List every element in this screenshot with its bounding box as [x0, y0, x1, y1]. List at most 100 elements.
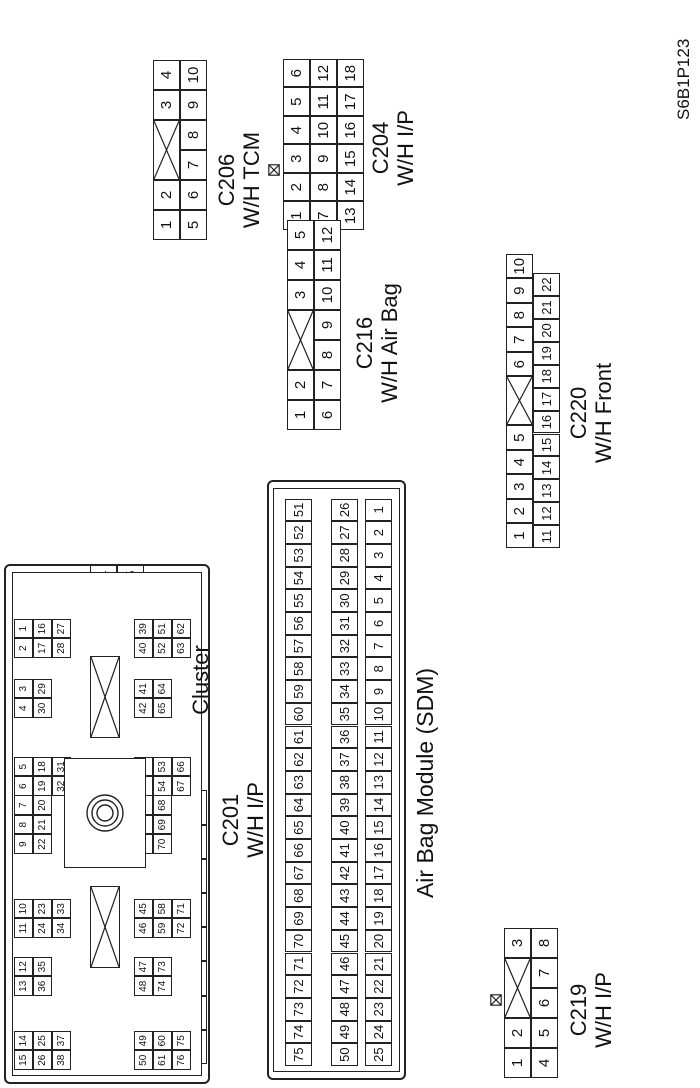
c220-pin-21: 21 — [533, 296, 560, 319]
c201-pin-16: 16 — [33, 619, 52, 639]
c201-pin-53: 53 — [153, 757, 172, 777]
c204-pin-4: 4 — [283, 116, 310, 145]
c220-pin-1: 1 — [506, 523, 533, 548]
c201-pin-62: 62 — [172, 619, 191, 639]
c220-pin-11: 11 — [533, 525, 560, 548]
c219-pin-6: 6 — [531, 988, 558, 1018]
c201-pin-33: 33 — [52, 899, 71, 919]
c216-pin-5: 5 — [287, 220, 314, 250]
c206-code: C206 — [214, 153, 239, 207]
c201-pin-24: 24 — [33, 918, 52, 938]
c220-pin-5: 5 — [506, 425, 533, 450]
sdm-pin-16: 16 — [365, 839, 392, 862]
c219-pin-2: 2 — [504, 1018, 531, 1048]
c206-pin-10: 10 — [180, 60, 207, 90]
sdm-pin-54: 54 — [285, 566, 312, 590]
c201-pin-3: 3 — [14, 679, 33, 699]
sdm-pin-40: 40 — [331, 816, 358, 839]
c201-pin-8: 8 — [14, 815, 33, 835]
c201-pin-10: 10 — [14, 899, 33, 919]
c201-pin-45: 45 — [134, 899, 153, 919]
c201-pin-22: 22 — [33, 834, 52, 854]
c201-pin-59: 59 — [153, 918, 172, 938]
c201-pin-26: 26 — [33, 1050, 52, 1070]
c201-code: C201 — [218, 793, 243, 847]
sdm-pin-17: 17 — [365, 861, 392, 885]
c216-pin-7: 7 — [314, 370, 341, 400]
sdm-pin-39: 39 — [331, 793, 358, 817]
c204-pin-3: 3 — [283, 144, 310, 173]
c216-pin-2: 2 — [287, 370, 314, 400]
c220-pin-17: 17 — [533, 387, 560, 411]
sdm-pin-30: 30 — [331, 589, 358, 612]
sdm-pin-15: 15 — [365, 816, 392, 839]
c201-blocked-cavity-1 — [90, 886, 120, 968]
c201-pin-64: 64 — [153, 679, 172, 699]
c201-pin-69: 69 — [153, 815, 172, 835]
c201-pin-13: 13 — [14, 976, 33, 996]
c206-pin-5: 5 — [180, 210, 207, 240]
sdm-pin-74: 74 — [285, 1020, 312, 1044]
c201-pin-25: 25 — [33, 1031, 52, 1051]
c201-pin-42: 42 — [134, 698, 153, 718]
sdm-pin-42: 42 — [331, 861, 358, 885]
sdm-pin-11: 11 — [365, 725, 392, 749]
sdm-pin-59: 59 — [285, 680, 312, 703]
c206-pin-9: 9 — [180, 90, 207, 120]
c201-pin-71: 71 — [172, 899, 191, 919]
sdm-pin-2: 2 — [365, 521, 392, 544]
c201-pin-29: 29 — [33, 679, 52, 699]
sdm-name: Air Bag Module (SDM) — [412, 667, 438, 899]
sdm-pin-1: 1 — [365, 498, 392, 522]
c220-pin-12: 12 — [533, 502, 560, 526]
sdm-pin-44: 44 — [331, 907, 358, 930]
sdm-pin-24: 24 — [365, 1020, 392, 1044]
c219-pin-8: 8 — [531, 928, 558, 958]
c201-pin-21: 21 — [33, 815, 52, 835]
c220-pin-20: 20 — [533, 319, 560, 342]
c201-pin-51: 51 — [153, 619, 172, 639]
c201-pin-48: 48 — [134, 976, 153, 996]
c201-pin-28: 28 — [52, 638, 71, 658]
c201-pin-75: 75 — [172, 1031, 191, 1051]
sdm-pin-32: 32 — [331, 634, 358, 658]
sdm-pin-46: 46 — [331, 952, 358, 976]
sdm-pin-8: 8 — [365, 657, 392, 681]
c204-pin-17: 17 — [337, 87, 364, 116]
c201-pin-65: 65 — [153, 698, 172, 718]
c220-pin-13: 13 — [533, 479, 560, 503]
c201-pin-7: 7 — [14, 795, 33, 815]
c216-name: W/H Air Bag — [377, 283, 403, 403]
sdm-pin-62: 62 — [285, 748, 312, 771]
c206-pin-4: 4 — [153, 60, 180, 90]
c201-pin-70: 70 — [153, 834, 172, 854]
c206-pin-8: 8 — [180, 120, 207, 150]
c201-pin-27: 27 — [52, 619, 71, 639]
sdm-pin-34: 34 — [331, 680, 358, 703]
c204-lock-icon — [268, 164, 280, 176]
c206-pin-6: 6 — [180, 180, 207, 210]
c204-pin-14: 14 — [337, 173, 364, 202]
sdm-label: Air Bag Module (SDM) — [412, 668, 438, 898]
c220-name: W/H Front — [591, 362, 617, 464]
c201-pin-14: 14 — [14, 1031, 33, 1051]
c201-name: W/H I/P — [243, 782, 269, 858]
c219-pin-1: 1 — [504, 1048, 531, 1078]
c201-pin-76: 76 — [172, 1050, 191, 1070]
sdm-pin-22: 22 — [365, 975, 392, 998]
sdm-pin-41: 41 — [331, 839, 358, 862]
c201-pin-6: 6 — [14, 776, 33, 796]
c204-pin-8: 8 — [310, 173, 337, 202]
sdm-pin-9: 9 — [365, 680, 392, 703]
c220-pin-4: 4 — [506, 450, 533, 475]
c206-pin-3: 3 — [153, 90, 180, 120]
c219-pin-5: 5 — [531, 1018, 558, 1048]
sdm-pin-14: 14 — [365, 793, 392, 817]
c220-pin-15: 15 — [533, 433, 560, 457]
c204-pin-11: 11 — [310, 87, 337, 116]
c216-pin-3: 3 — [287, 280, 314, 310]
